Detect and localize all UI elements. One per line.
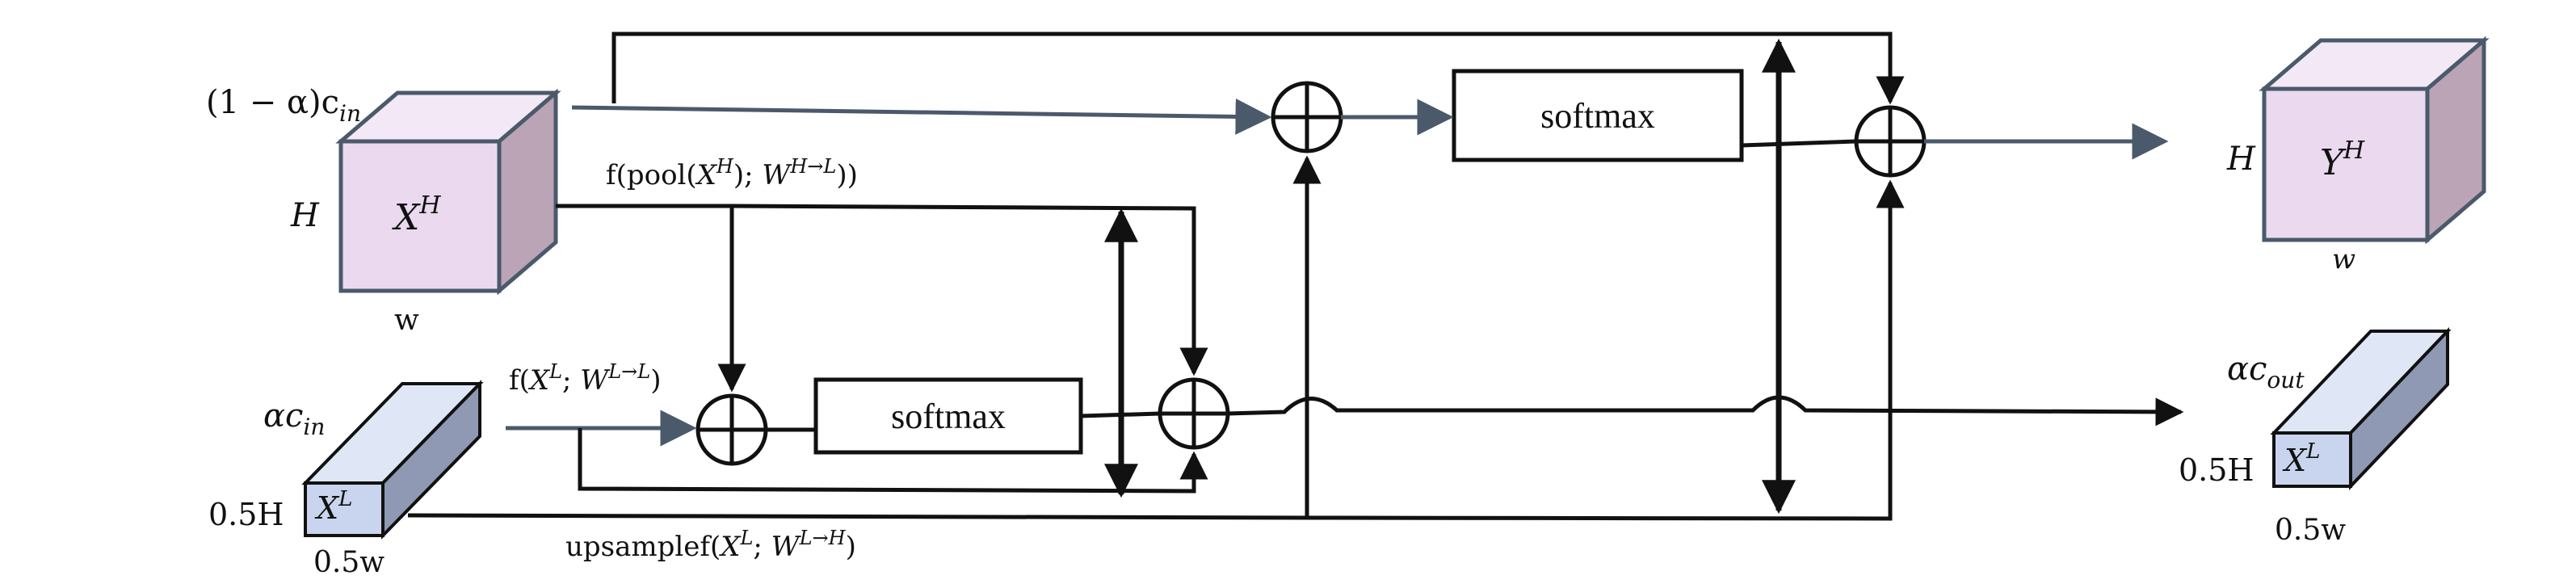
output-low-width-label: 0.5w xyxy=(2275,514,2346,547)
arrow-to-output-low xyxy=(1227,395,2184,426)
path-to-add-top-right xyxy=(1306,179,1905,521)
input-low-tensor-label: XL xyxy=(314,487,352,526)
input-low-height-label: 0.5H xyxy=(208,497,284,532)
input-high-tensor-label: XH xyxy=(392,191,441,238)
output-high-cube xyxy=(2259,36,2490,245)
upsample-formula-label: upsamplef(XL; WL→H) xyxy=(565,527,856,563)
output-low-cube xyxy=(2270,327,2452,490)
add-node-bottom-right xyxy=(1158,377,1230,450)
input-high-width-label: w xyxy=(394,304,419,337)
input-high-height-label: H xyxy=(290,197,320,234)
softmax-bottom-label: softmax xyxy=(891,397,1006,436)
line-softmax-bottom-to-add xyxy=(1080,411,1161,418)
input-low-channel-label: αcin xyxy=(263,397,325,440)
softmax-bottom-box xyxy=(813,377,1083,455)
pool-formula-label: f(pool(XH); WH→L)) xyxy=(606,155,858,191)
add-node-bottom-left xyxy=(695,393,768,466)
add-node-top-right xyxy=(1854,105,1927,178)
softmax-top-box xyxy=(1452,69,1744,162)
input-high-channel-label: (1 − α)cin xyxy=(206,84,361,127)
f-formula-label: f(XL; WL→L) xyxy=(509,360,661,397)
add-node-top-left xyxy=(1271,81,1343,153)
softmax-top-label: softmax xyxy=(1540,96,1655,136)
output-high-width-label: w xyxy=(2332,243,2355,275)
output-low-channel-label: αcout xyxy=(2227,351,2305,393)
skip-connection-top xyxy=(611,32,1905,105)
arrow-xh-to-add xyxy=(571,98,1272,135)
input-low-cube xyxy=(301,380,484,540)
pool-path-to-add-bottom-right xyxy=(731,204,1208,376)
input-low-width-label: 0.5w xyxy=(313,546,385,579)
output-low-tensor-label: XL xyxy=(2282,439,2320,478)
line-softmax-to-add xyxy=(1741,139,1857,148)
output-high-height-label: H xyxy=(2226,141,2256,178)
feedback-path-bottom xyxy=(578,428,1208,494)
input-high-cube xyxy=(335,88,561,296)
output-high-tensor-label: YH xyxy=(2320,137,2365,183)
output-low-height-label: 0.5H xyxy=(2179,452,2255,488)
